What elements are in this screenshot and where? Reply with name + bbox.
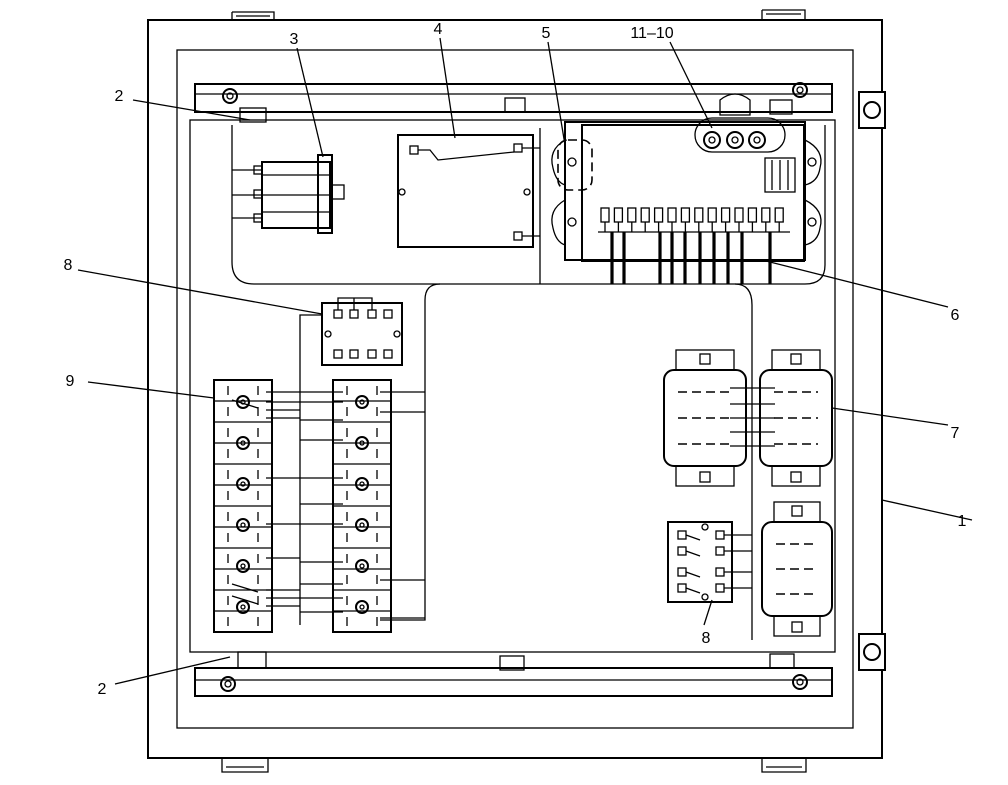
callout-8-bottom: 8 <box>702 630 711 647</box>
terminal-screw-center <box>240 604 246 610</box>
terminal-screw <box>236 600 250 614</box>
terminal-screw <box>694 207 704 223</box>
terminal-screw <box>236 477 250 491</box>
transformer-bracket <box>771 349 821 371</box>
terminal-screw-center <box>359 399 365 405</box>
transformer-bracket <box>675 465 735 487</box>
terminal-screw <box>707 207 717 223</box>
wire-duct <box>231 125 826 640</box>
switch-contact <box>231 583 259 593</box>
terminal-screw-center <box>359 563 365 569</box>
terminal-screw <box>355 518 369 532</box>
callout-4: 4 <box>434 21 443 38</box>
terminal-screw-center <box>240 522 246 528</box>
mount-slot <box>699 471 711 483</box>
relay-component-3 <box>232 154 345 234</box>
terminal-screw <box>613 207 624 223</box>
terminal-screw <box>236 559 250 573</box>
enclosure <box>147 9 886 773</box>
callout-2-bottom: 2 <box>98 681 107 698</box>
terminal-screw-center <box>240 563 246 569</box>
terminal-screw <box>720 207 731 223</box>
mount-slot <box>791 621 803 633</box>
transformer-bracket <box>675 349 735 371</box>
terminal-screw <box>627 207 637 223</box>
terminal-module-component-6 <box>551 117 822 284</box>
callout-3: 3 <box>290 31 299 48</box>
terminal-screw <box>680 207 691 223</box>
terminal-screw-center <box>359 481 365 487</box>
terminal-screw <box>774 207 784 223</box>
terminal-screw <box>640 207 650 223</box>
mounting-rail-top <box>194 82 833 123</box>
relay-block-component-8-top <box>299 297 403 625</box>
terminal-screw-center <box>240 440 246 446</box>
terminal-screw-center <box>359 522 365 528</box>
terminal-screw <box>355 395 369 409</box>
callout-8-top: 8 <box>64 257 73 274</box>
transformer-lower <box>761 501 833 637</box>
transformer-bracket <box>771 465 821 487</box>
terminal-screw <box>236 436 250 450</box>
leader-lines <box>77 37 973 685</box>
callout-1: 1 <box>958 513 967 530</box>
control-board-component-4 <box>397 134 540 248</box>
transformer-bracket <box>773 501 821 523</box>
transformer-component-7 <box>663 349 833 487</box>
mounting-rail-bottom <box>194 651 833 697</box>
terminal-screw-center <box>359 604 365 610</box>
callout-7: 7 <box>951 425 960 442</box>
terminal-screw <box>355 477 369 491</box>
terminal-screw <box>355 600 369 614</box>
terminal-screw <box>236 518 250 532</box>
terminal-screw <box>355 559 369 573</box>
terminal-screw <box>734 207 744 223</box>
mount-slot <box>790 353 802 365</box>
callout-9: 9 <box>66 373 75 390</box>
terminal-block-left-component-9 <box>213 379 273 633</box>
terminal-screw-center <box>359 440 365 446</box>
switch-contact <box>231 595 259 605</box>
terminal-screw <box>667 207 677 223</box>
callout-11-10: 11–10 <box>630 25 673 42</box>
mount-slot <box>790 471 802 483</box>
switch-contact <box>231 399 259 409</box>
mount-slot <box>791 505 803 517</box>
terminal-screw <box>355 436 369 450</box>
terminal-strip <box>600 207 784 284</box>
callout-5: 5 <box>542 25 551 42</box>
transformer-bracket <box>773 615 821 637</box>
terminal-block-right <box>332 379 392 633</box>
terminal-screw <box>600 207 610 223</box>
callout-6: 6 <box>951 307 960 324</box>
terminal-screw <box>747 207 758 223</box>
relay-block-component-8-bottom <box>667 521 752 603</box>
mount-slot <box>699 353 711 365</box>
terminal-screw-center <box>240 481 246 487</box>
terminal-screw <box>653 207 664 223</box>
callout-2-top: 2 <box>115 88 124 105</box>
terminal-screw <box>761 207 771 223</box>
terminal-block-wiring <box>231 391 425 619</box>
